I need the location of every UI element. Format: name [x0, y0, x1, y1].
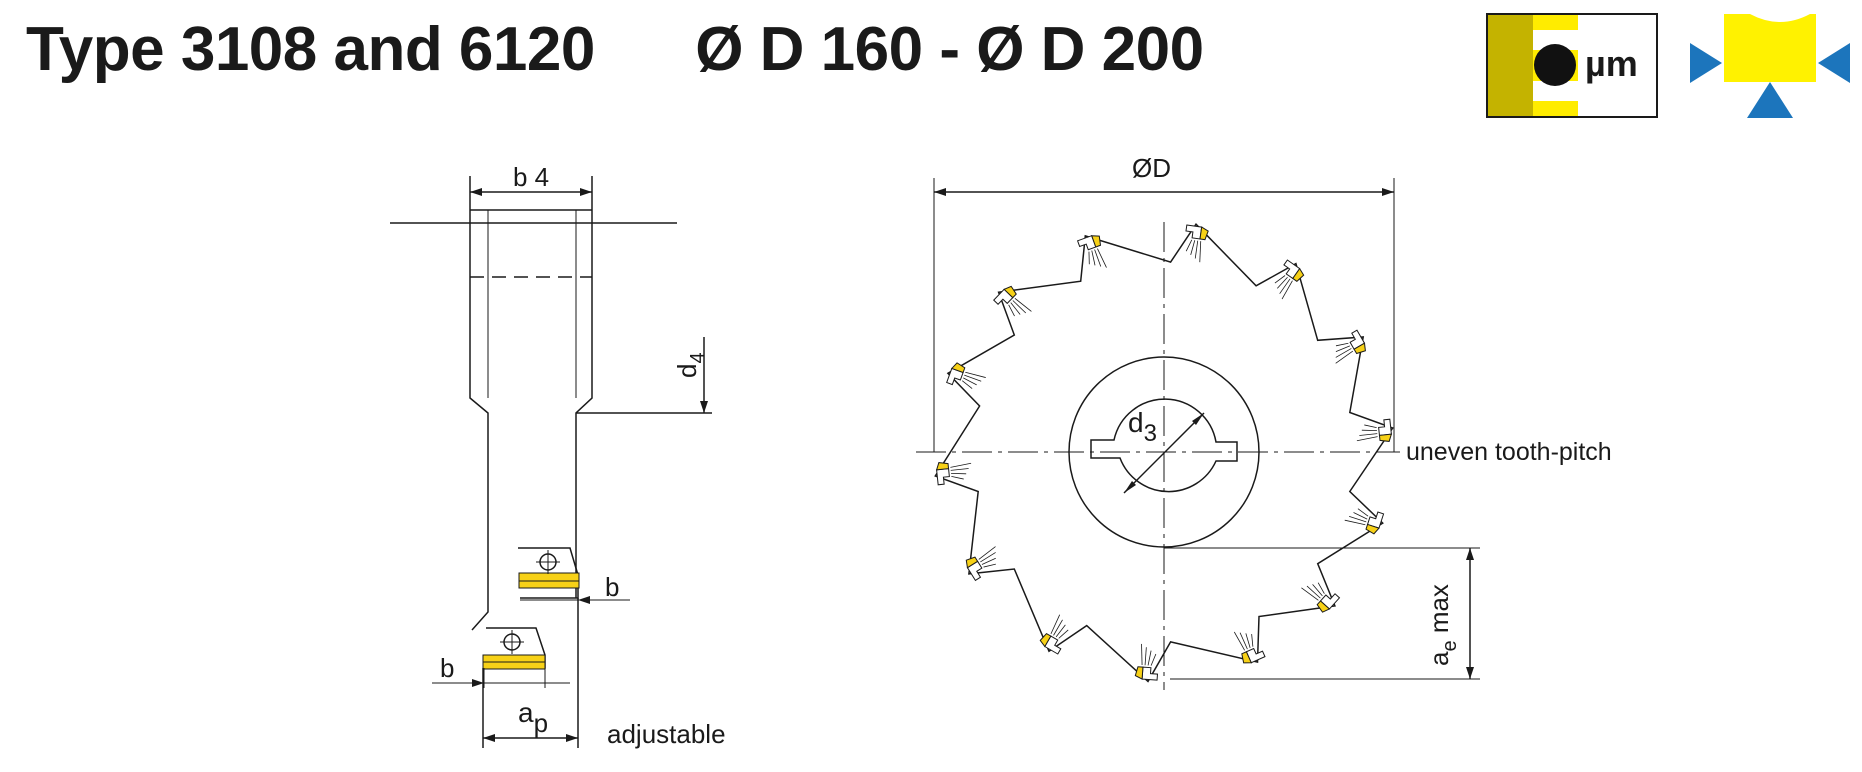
precision-um-icon: µm	[1486, 13, 1658, 118]
depth-label: ap	[518, 697, 548, 738]
insert-width-bottom-label: b	[440, 653, 454, 683]
engagement-label: ae max	[1424, 584, 1461, 666]
side-view	[390, 176, 712, 748]
insert	[1301, 582, 1341, 613]
inserts	[935, 224, 1393, 681]
insert	[1185, 224, 1209, 263]
svg-text:ae max: ae max	[1424, 584, 1461, 666]
page-title: Type 3108 and 6120 Ø D 160 - Ø D 200	[26, 14, 1204, 85]
precision-badge-text: µm	[1585, 43, 1638, 84]
hub-label: d4	[672, 352, 709, 378]
insert	[1274, 259, 1305, 300]
insert	[1233, 631, 1266, 664]
insert	[965, 546, 996, 582]
width-label: b 4	[513, 162, 549, 192]
bore-label: d3	[1128, 407, 1157, 447]
clamping-triangles-icon	[1690, 14, 1850, 118]
diameter-range-title: Ø D 160 - Ø D 200	[695, 15, 1204, 84]
insert	[935, 462, 972, 486]
insert	[1076, 235, 1107, 268]
insert	[946, 362, 986, 389]
insert	[1039, 614, 1069, 655]
insert	[1335, 329, 1366, 364]
insert	[993, 285, 1032, 317]
insert	[1356, 418, 1393, 442]
cutter-body	[934, 223, 1394, 683]
diameter-label: ØD	[1132, 153, 1171, 183]
insert-width-top-label: b	[605, 572, 619, 602]
svg-text:d4: d4	[672, 352, 709, 378]
type-title: Type 3108 and 6120	[26, 15, 595, 84]
pitch-label: uneven tooth-pitch	[1406, 438, 1612, 466]
front-view	[916, 178, 1480, 690]
insert	[1134, 643, 1159, 681]
adjustable-label: adjustable	[607, 719, 726, 749]
insert	[1344, 508, 1385, 535]
